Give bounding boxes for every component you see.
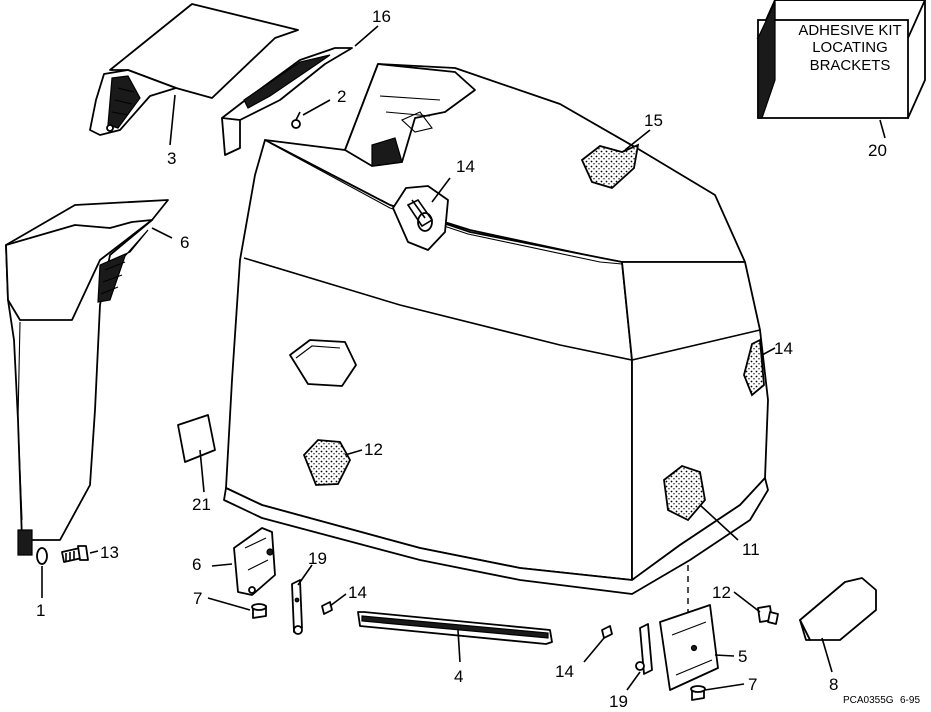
kit-box-line-1: ADHESIVE KIT	[798, 22, 901, 39]
callout-13: 13	[100, 543, 119, 562]
callout-19-right: 19	[609, 692, 628, 707]
grommet-7-right	[690, 685, 706, 701]
drawing-code: PCA0355G	[843, 695, 894, 706]
adhesive-kit-box: ADHESIVE KIT LOCATING BRACKETS	[756, 0, 926, 119]
decal-21	[177, 414, 216, 463]
screw-2	[291, 111, 301, 129]
bracket-6	[233, 527, 276, 596]
grommet-7-left	[251, 603, 267, 619]
seal-18	[221, 47, 353, 156]
callout-10: 11	[742, 540, 760, 559]
callout-14-right: 14	[555, 662, 574, 681]
callout-21: 21	[192, 495, 211, 514]
callout-19-left: 19	[308, 549, 327, 568]
callout-7-left: 7	[193, 589, 202, 608]
callout-1: 1	[36, 601, 45, 620]
leader-lines	[41, 25, 886, 691]
callout-9: 6	[180, 233, 189, 252]
adhesive-pad-11	[302, 439, 352, 486]
callout-4: 4	[454, 667, 463, 686]
callout-2: 2	[337, 87, 346, 106]
callout-12: 12	[712, 583, 731, 602]
screw-14-right	[601, 625, 613, 639]
callout-5: 5	[738, 647, 747, 666]
bolt-13	[61, 545, 89, 563]
callout-11: 12	[364, 440, 383, 459]
cap-8	[799, 577, 877, 641]
kit-box-line-2: LOCATING	[812, 39, 888, 56]
clip-19-left	[291, 579, 303, 635]
clip-19-right	[635, 623, 653, 675]
adhesive-pad-10	[663, 464, 706, 522]
callout-20: 20	[868, 141, 887, 160]
screw-14-left	[321, 601, 333, 615]
callout-18: 16	[372, 7, 391, 26]
side-cover-9	[5, 199, 169, 556]
callout-16: 14	[774, 339, 793, 358]
callout-8: 8	[829, 675, 838, 694]
bracket-5	[659, 604, 719, 691]
callout-labels: 3 16 2 6 15 14 14 12 11 13 1 20 21 6 7 1…	[36, 7, 920, 711]
screw-12	[757, 605, 779, 625]
callout-15: 14	[456, 157, 475, 176]
adhesive-pad-17	[580, 143, 640, 190]
strip-4	[357, 611, 553, 645]
callout-3: 3	[167, 149, 176, 168]
kit-box-line-3: BRACKETS	[810, 57, 891, 74]
callout-14-left: 14	[348, 583, 367, 602]
grommet-15	[392, 185, 449, 251]
drawing-date: 6-95	[900, 695, 920, 706]
washer-1	[36, 547, 48, 565]
callout-7-right: 7	[748, 675, 757, 694]
adhesive-pad-16	[743, 338, 765, 397]
intake-cover-3	[89, 3, 299, 136]
callout-17: 15	[644, 111, 663, 130]
callout-6: 6	[192, 555, 201, 574]
